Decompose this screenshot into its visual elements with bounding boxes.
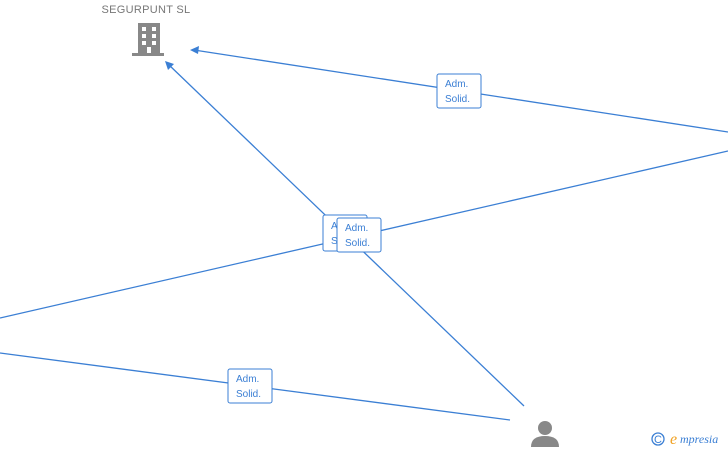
brand-e: e [670, 431, 677, 448]
building-icon [132, 23, 164, 56]
copyright-letter: C [654, 434, 662, 446]
edge-label-left-lower[interactable]: Adm. Solid. [227, 368, 273, 404]
company-name: SEGURPUNT SL [102, 4, 191, 16]
edge-label-line2: Solid. [236, 389, 261, 400]
arrowhead-company-lower [165, 61, 174, 70]
edge-label-line1: Adm. [445, 79, 468, 90]
person-icon [531, 421, 559, 447]
arrowhead-company-right [190, 46, 199, 54]
company-node[interactable]: SEGURPUNT SL [102, 4, 191, 56]
edge-label-line2: Solid. [345, 238, 370, 249]
copyright-icon [651, 432, 665, 446]
edge-label-line1: Adm. [345, 223, 368, 234]
edge-label-right-upper[interactable]: Adm. Solid. [436, 73, 482, 109]
empresia-logo: C e mpresia [651, 431, 718, 448]
edge-label-center[interactable]: Adm. Solid. [336, 217, 382, 253]
edge-label-line1: Adm. [236, 374, 259, 385]
brand-rest: mpresia [680, 432, 718, 446]
person-node[interactable] [531, 421, 559, 447]
edge-label-line2: Solid. [445, 94, 470, 105]
